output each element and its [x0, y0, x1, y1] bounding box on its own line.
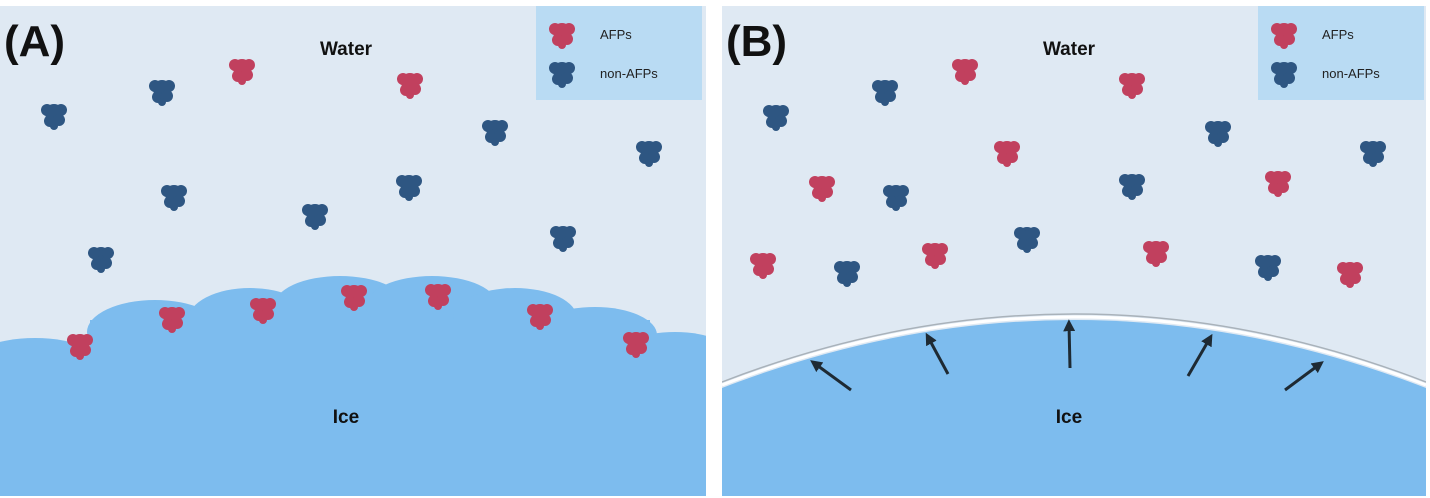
legend-afp-label: AFPs — [1322, 27, 1354, 42]
panel-label: (A) — [4, 17, 65, 66]
legend-afp-label: AFPs — [600, 27, 632, 42]
ice-interface — [722, 315, 1426, 387]
legend-non-afp-label: non-AFPs — [1322, 66, 1380, 81]
arrow-icon — [1186, 333, 1213, 377]
ice-label: Ice — [1056, 407, 1082, 428]
growth-arrows — [810, 319, 1324, 392]
water-label: Water — [320, 39, 373, 60]
arrow-icon — [925, 332, 950, 375]
water-label: Water — [1043, 39, 1096, 60]
ice-interface-line — [722, 313, 1426, 383]
panel-label: (B) — [726, 17, 787, 66]
panel-b: AFPs non-AFPs (B) Water Ice — [722, 6, 1426, 496]
ice-region — [722, 320, 1426, 496]
ice-region — [0, 276, 706, 496]
arrow-icon — [810, 360, 852, 392]
arrow-icon — [1284, 361, 1324, 392]
arrow-icon — [1063, 319, 1076, 369]
panel-a: AFPs non-AFPs (A) Water Ice — [0, 6, 706, 496]
ice-label: Ice — [333, 407, 359, 428]
legend-non-afp-label: non-AFPs — [600, 66, 658, 81]
